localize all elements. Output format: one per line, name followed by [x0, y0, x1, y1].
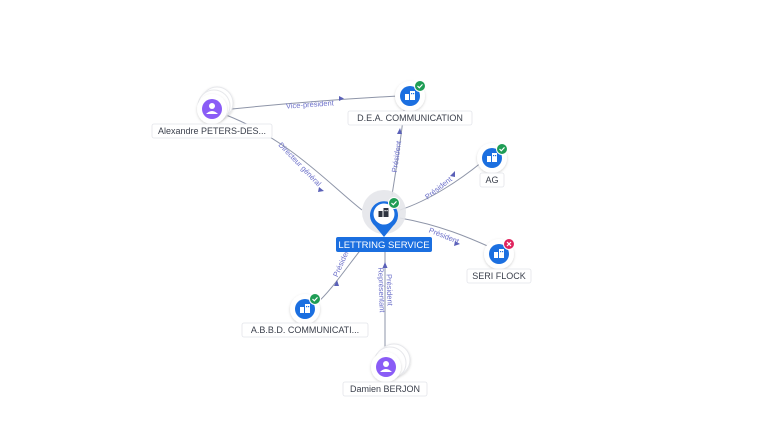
active-status-badge [496, 143, 508, 155]
company-icon [378, 208, 389, 217]
edge-label: Président [390, 139, 403, 173]
node-label: Damien BERJON [350, 384, 420, 394]
node-ag[interactable]: AG [477, 143, 508, 188]
edge-arrow [397, 128, 402, 134]
company-icon [400, 86, 420, 106]
edge-label-line1: Président [384, 274, 394, 307]
company-icon [482, 148, 502, 168]
edge-alexandre-dea: Vice-président [231, 95, 399, 111]
node-label-box [479, 172, 505, 188]
node-dea[interactable]: D.E.A. COMMUNICATION [347, 80, 473, 126]
edge-label: Président [423, 174, 454, 201]
edge-arrow [454, 241, 460, 246]
edge-label: Vice-président [286, 98, 335, 110]
node-damien[interactable]: Damien BERJON [342, 343, 428, 397]
company-icon [489, 244, 509, 264]
node-label: AG [485, 175, 498, 185]
node-label: A.B.B.D. COMMUNICATI... [251, 325, 359, 335]
node-label-box [466, 268, 532, 284]
edge-central-ag: Président [399, 161, 483, 211]
active-status-badge [414, 80, 426, 92]
edge-damien-central: Président Représentant [376, 252, 395, 352]
node-label: SERI FLOCK [472, 271, 526, 281]
closed-status-badge [503, 238, 515, 250]
active-status-badge [309, 293, 321, 305]
edge-arrow [450, 171, 455, 177]
node-label-box [151, 123, 273, 139]
edge-arrow [382, 262, 388, 268]
node-seri[interactable]: SERI FLOCK [466, 238, 532, 284]
node-abbd[interactable]: A.B.B.D. COMMUNICATI... [241, 293, 369, 338]
node-label-box [342, 381, 428, 397]
person-icon [376, 357, 396, 377]
edge-arrow [339, 96, 344, 101]
active-status-badge [388, 197, 400, 209]
company-icon [295, 299, 315, 319]
edge-arrow [318, 187, 324, 192]
node-alexandre[interactable]: Alexandre PETERS-DES... [151, 86, 273, 139]
central-node[interactable]: LETTRING SERVICE [336, 190, 432, 252]
edge-arrow [334, 280, 339, 286]
node-label-box [241, 322, 369, 338]
central-label-box [336, 237, 432, 252]
edge-label-line2: Représentant [376, 267, 387, 313]
central-label: LETTRING SERVICE [338, 240, 429, 251]
node-label: D.E.A. COMMUNICATION [357, 113, 463, 123]
edge-label: Directeur général [277, 140, 324, 188]
node-label: Alexandre PETERS-DES... [158, 126, 266, 136]
node-label-box [347, 110, 473, 126]
person-icon [202, 99, 222, 119]
